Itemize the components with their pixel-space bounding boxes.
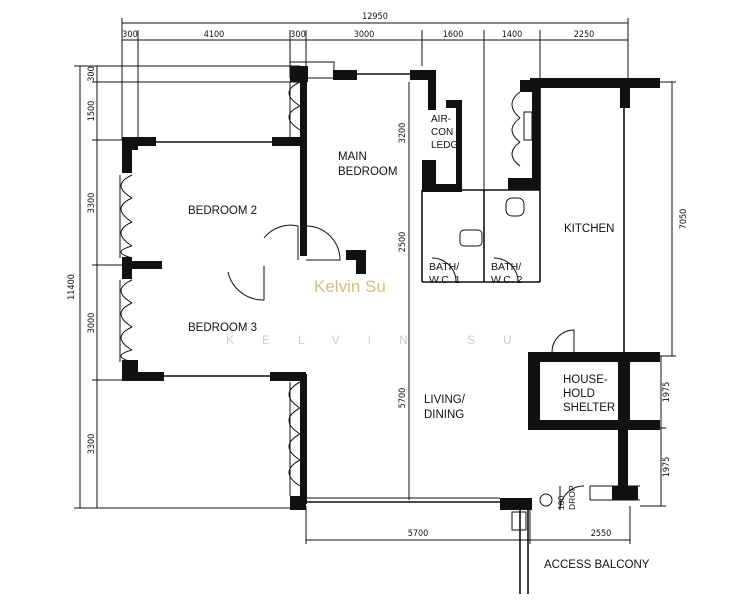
label-living-1: LIVING/ (424, 394, 466, 406)
dim-top-2: 4100 (204, 30, 225, 40)
dim-shelter-height-2: 1975 (662, 457, 672, 478)
room-labels: MAIN BEDROOM BEDROOM 2 BEDROOM 3 AIR- CO… (188, 114, 650, 571)
dim-top-6: 1400 (502, 30, 523, 40)
dim-left-3: 3300 (87, 193, 97, 214)
label-refuse-1: 100 (556, 496, 566, 510)
label-main-bedroom-1: MAIN (338, 151, 367, 163)
label-bath-1-a: BATH/ (429, 261, 459, 273)
label-access-balcony: ACCESS BALCONY (544, 559, 650, 571)
dim-top-4: 3000 (354, 30, 375, 40)
dim-left-1: 300 (87, 66, 97, 81)
dim-overall-height: 11400 (67, 274, 77, 300)
inner-dimensions: 3200 2500 5700 (398, 82, 410, 500)
label-main-bedroom-2: BEDROOM (338, 166, 397, 178)
dim-left-4: 3000 (87, 313, 97, 334)
label-bedroom-3: BEDROOM 3 (188, 322, 257, 334)
walls (122, 66, 660, 594)
label-aircon-2: CON (431, 127, 453, 138)
right-dimensions: 7050 1975 1975 (640, 81, 689, 507)
dim-top-1: 300 (122, 30, 137, 40)
label-shelter-2: HOLD (563, 388, 595, 400)
dim-passage: 2500 (398, 232, 408, 253)
windows-and-doors (119, 61, 585, 511)
bottom-dimensions: 5700 2550 (305, 506, 631, 544)
dim-bottom-corridor: 2550 (591, 529, 612, 539)
watermarks: Kelvin Su KELVIN SU (226, 277, 540, 347)
dim-overall-width: 12950 (362, 12, 388, 22)
dim-main-bedroom: 3200 (398, 123, 408, 144)
dim-kitchen-height: 7050 (679, 209, 689, 230)
top-dimensions: 12950 300 4100 300 3000 1600 1400 2250 (121, 12, 629, 190)
dim-top-3: 300 (290, 30, 305, 40)
watermark-primary: Kelvin Su (314, 277, 386, 296)
dim-shelter-height-1: 1975 (662, 382, 672, 403)
label-bedroom-2: BEDROOM 2 (188, 205, 257, 217)
dim-left-5: 3300 (87, 434, 97, 455)
label-kitchen: KITCHEN (564, 223, 614, 235)
label-bath-2-a: BATH/ (491, 261, 521, 273)
label-refuse-2: DROP (567, 485, 577, 510)
label-shelter-1: HOUSE- (563, 374, 608, 386)
label-aircon-1: AIR- (431, 114, 451, 125)
label-bath-1-b: W.C. 1 (429, 274, 461, 286)
dim-top-7: 2250 (574, 30, 595, 40)
watermark-secondary: KELVIN SU (226, 333, 540, 347)
dim-top-5: 1600 (443, 30, 464, 40)
label-shelter-3: SHELTER (563, 402, 615, 414)
label-bath-2-b: W.C. 2 (491, 274, 523, 286)
dim-bottom-living: 5700 (408, 529, 429, 539)
left-dimensions: 11400 300 1500 3300 3000 3300 (67, 65, 300, 509)
label-aircon-3: LEDG (431, 140, 458, 151)
label-living-2: DINING (424, 409, 464, 421)
dim-living: 5700 (398, 388, 408, 409)
dim-left-2: 1500 (87, 101, 97, 122)
